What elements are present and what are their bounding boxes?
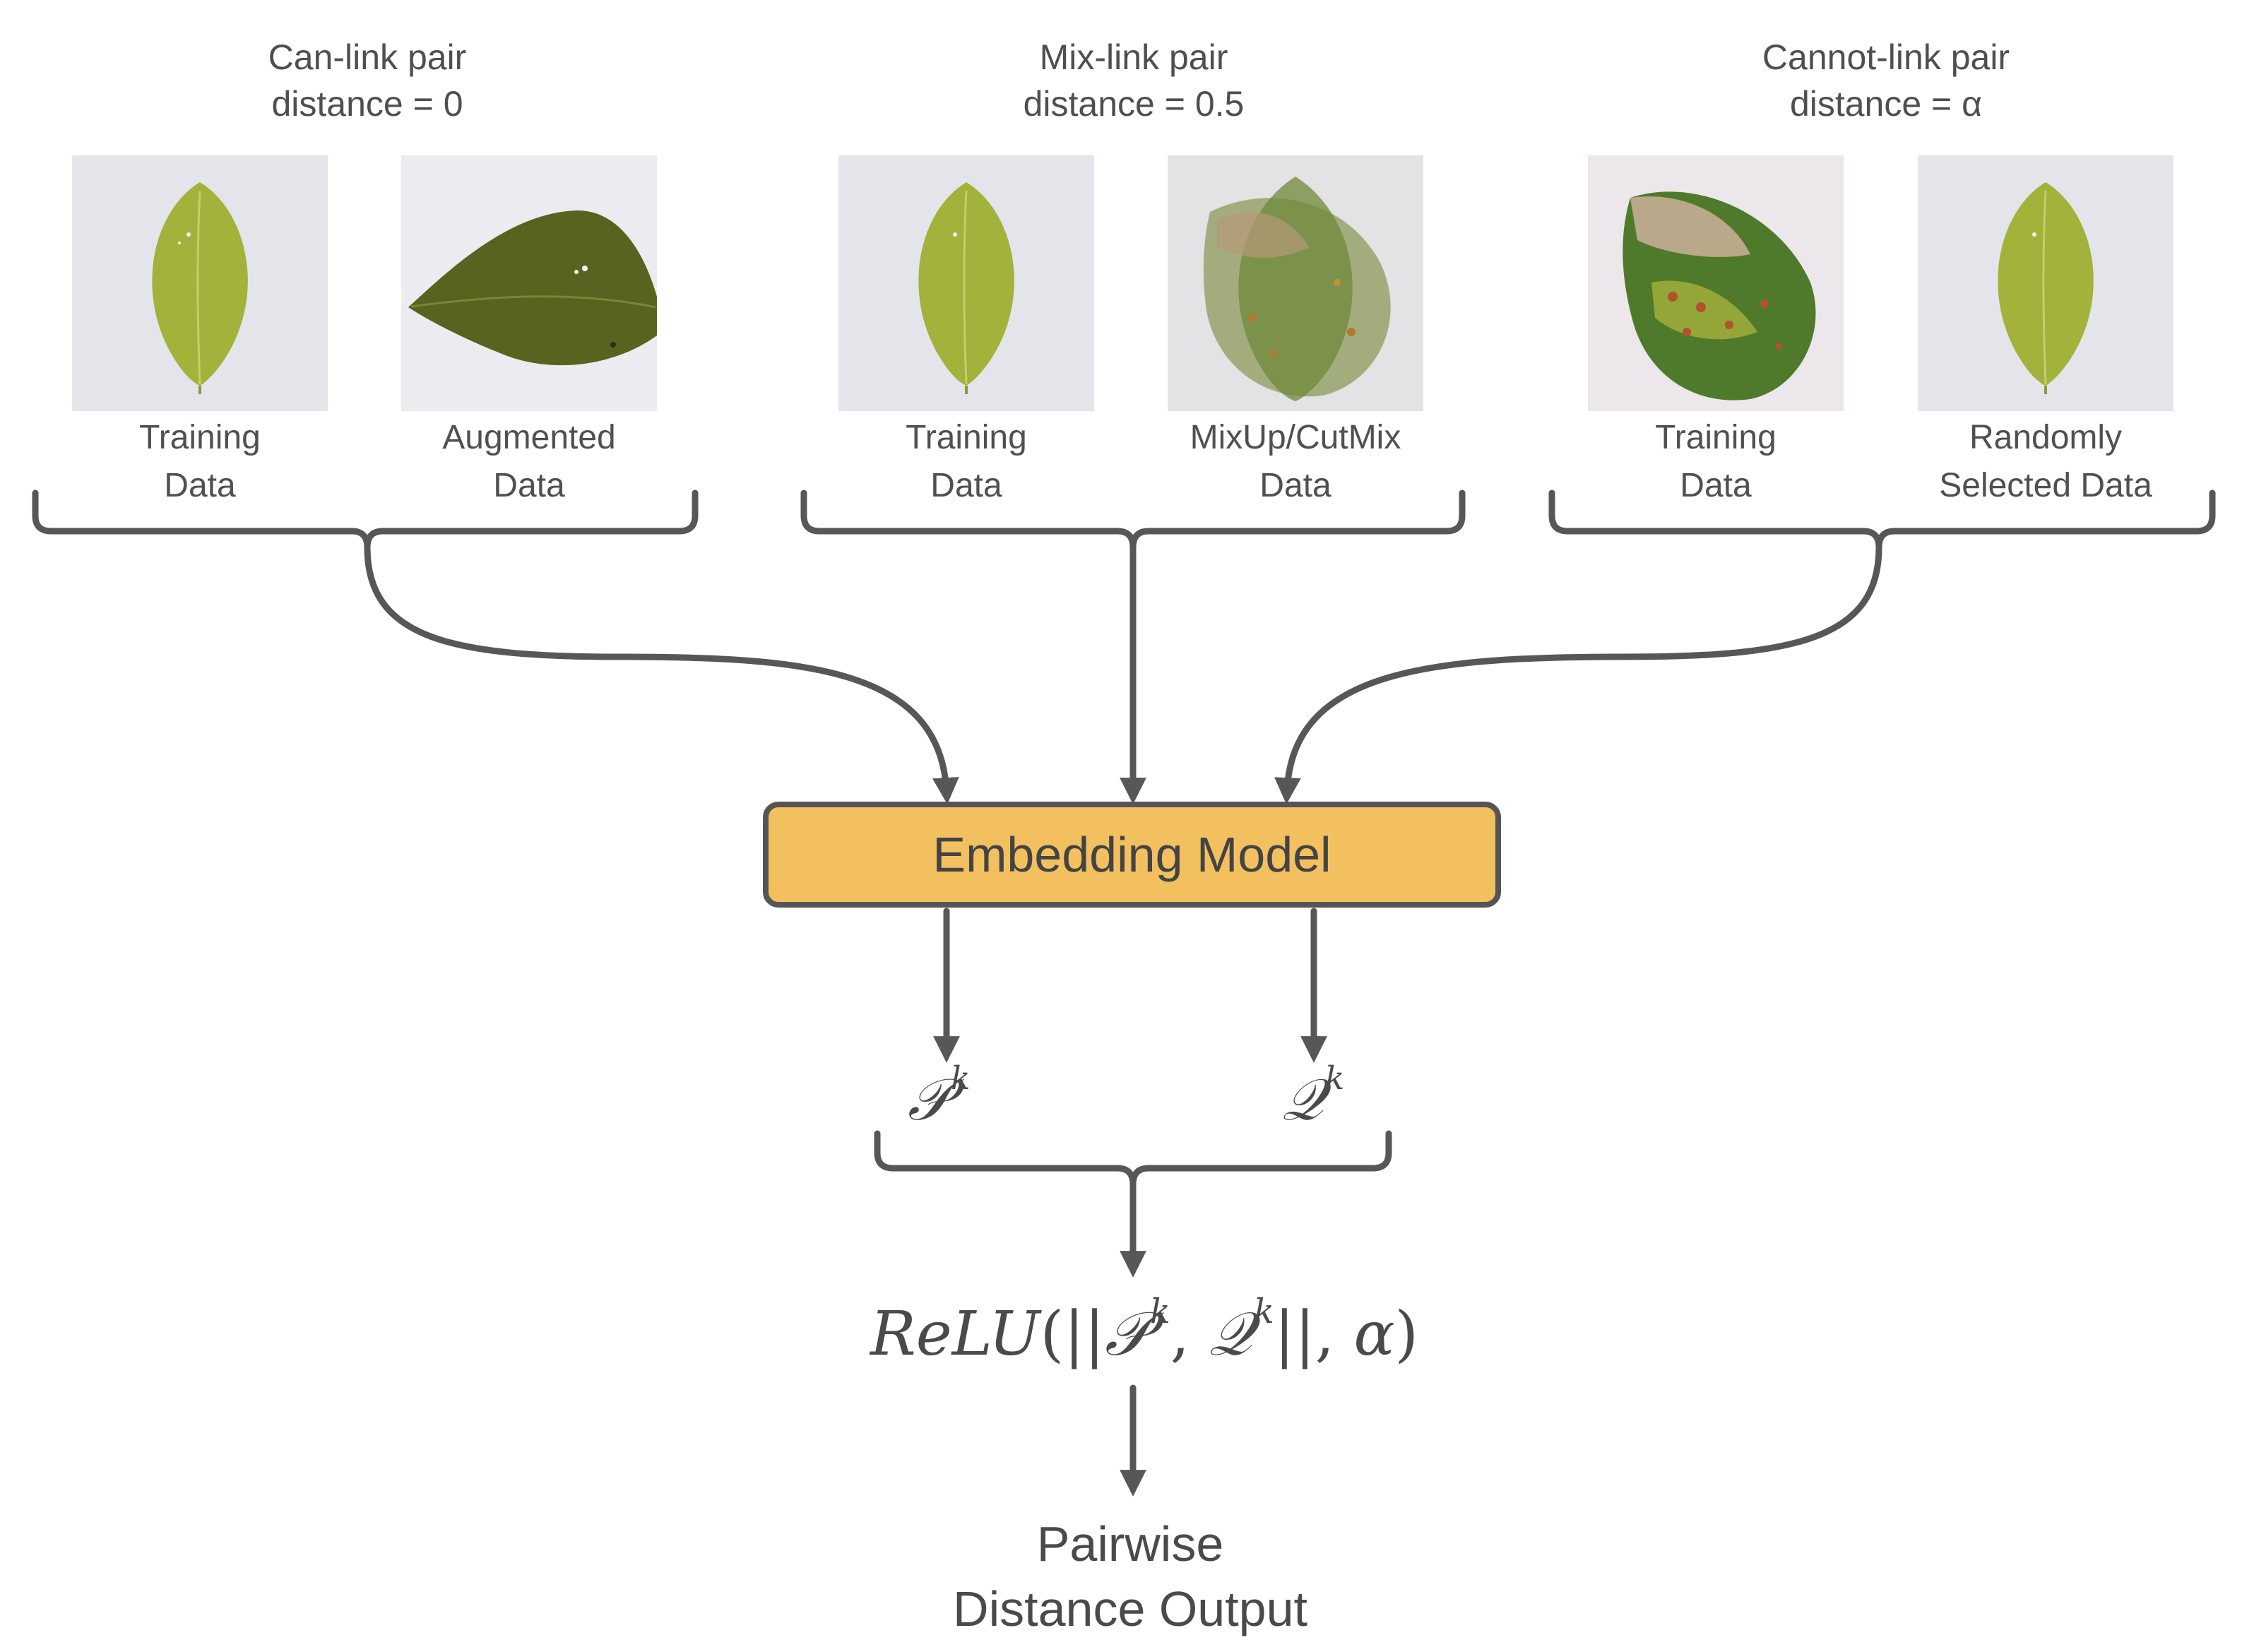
random-leaf-image: [1918, 155, 2173, 411]
caption-line: Training: [1655, 419, 1777, 456]
caption-line: Training: [906, 419, 1027, 456]
caption-mixup: MixUp/CutMix Data: [1147, 414, 1444, 510]
formula-p-sup: k: [1150, 1293, 1170, 1331]
formula-alpha: α: [1353, 1298, 1395, 1369]
formula-close: ): [1394, 1298, 1419, 1369]
can-link-title-line2: distance = 0: [271, 84, 463, 124]
brace-embeddings: [874, 1130, 1392, 1188]
caption-line: Training: [139, 419, 261, 456]
formula-q-sup: k: [1254, 1293, 1274, 1331]
p-superscript: k: [951, 1059, 971, 1097]
formula-open: (||: [1040, 1298, 1105, 1369]
caption-line: Data: [493, 467, 565, 504]
caption-training-3: Training Data: [1567, 414, 1864, 510]
diseased-leaf-image: [1588, 155, 1844, 411]
pairwise-output-label: Pairwise Distance Output: [855, 1511, 1406, 1641]
can-link-title: Can-link pair distance = 0: [99, 34, 636, 127]
output-line1: Pairwise: [1036, 1516, 1224, 1571]
p-embedding-symbol: 𝒫k: [908, 1059, 970, 1134]
formula-q: 𝒬: [1209, 1298, 1253, 1369]
caption-line: Randomly: [1969, 419, 2123, 456]
p-symbol: 𝒫: [908, 1066, 950, 1134]
relu-formula: ReLU(||𝒫k, 𝒬k||, α): [870, 1293, 1418, 1371]
output-line2: Distance Output: [953, 1581, 1307, 1636]
cannot-link-title-line1: Cannot-link pair: [1762, 37, 2010, 77]
mix-link-title: Mix-link pair distance = 0.5: [865, 34, 1402, 127]
arrow-can-link: [364, 544, 959, 804]
mix-link-title-line1: Mix-link pair: [1039, 37, 1228, 77]
cannot-link-title: Cannot-link pair distance = α: [1618, 34, 2154, 127]
caption-training-1: Training Data: [52, 414, 348, 510]
brace-cannot-link: [1548, 489, 2216, 551]
q-embedding-symbol: 𝒬k: [1282, 1059, 1344, 1134]
can-link-title-line1: Can-link pair: [268, 37, 467, 77]
caption-line: Data: [1680, 467, 1752, 504]
caption-random: Randomly Selected Data: [1897, 414, 2194, 510]
augmented-leaf-image: [401, 155, 657, 411]
embedding-model-box: Embedding Model: [763, 802, 1501, 908]
arrow-cannot-link: [1274, 544, 1882, 804]
caption-line: Data: [1259, 467, 1331, 504]
formula-comma: ,: [1170, 1298, 1209, 1369]
caption-line: MixUp/CutMix: [1190, 419, 1401, 456]
caption-line: Data: [930, 467, 1002, 504]
formula-p: 𝒫: [1105, 1298, 1149, 1369]
cannot-link-title-line2: distance = α: [1789, 84, 1983, 124]
embedding-model-label: Embedding Model: [932, 827, 1331, 882]
formula-close-norm: ||,: [1274, 1298, 1354, 1369]
brace-mix-link: [800, 489, 1466, 551]
brace-can-link: [32, 489, 699, 551]
caption-line: Selected Data: [1939, 467, 2152, 504]
caption-line: Data: [164, 467, 236, 504]
training-leaf-image-1: [72, 155, 328, 411]
caption-augmented: Augmented Data: [381, 414, 677, 510]
q-symbol: 𝒬: [1282, 1066, 1324, 1134]
training-leaf-image-2: [838, 155, 1094, 411]
caption-training-2: Training Data: [818, 414, 1115, 510]
mix-link-title-line2: distance = 0.5: [1023, 84, 1245, 124]
q-superscript: k: [1324, 1059, 1345, 1097]
formula-func: ReLU: [870, 1298, 1040, 1369]
mixup-leaf-image: [1168, 155, 1423, 411]
caption-line: Augmented: [442, 419, 616, 456]
